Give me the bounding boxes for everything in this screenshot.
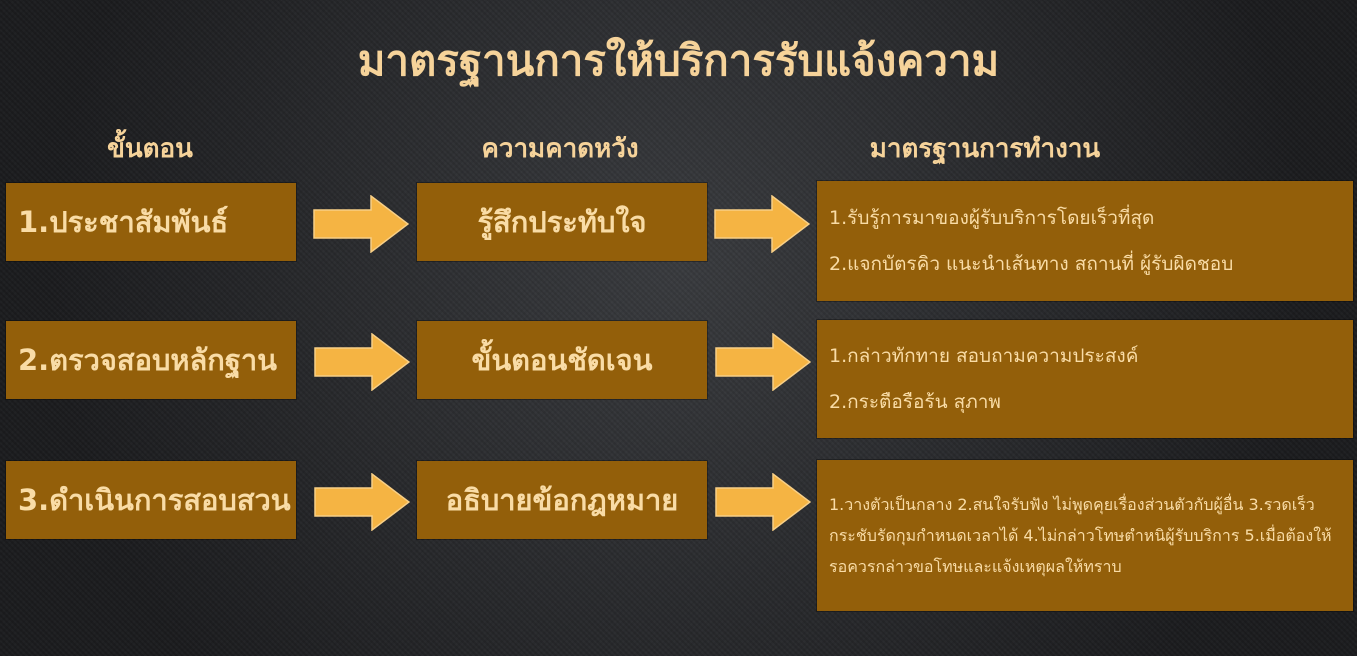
expectation-box-2: ขั้นตอนชัดเจน (417, 321, 707, 399)
standard-paragraph: 1.วางตัวเป็นกลาง 2.สนใจรับฟัง ไม่พูดคุยเ… (829, 495, 1332, 576)
arrow-right-icon (715, 473, 811, 531)
step-box-2: 2.ตรวจสอบหลักฐาน (6, 321, 296, 399)
expectation-box-3: อธิบายข้อกฎหมาย (417, 461, 707, 539)
arrow-right-icon (314, 333, 410, 391)
header-expectation: ความคาดหวัง (481, 134, 639, 164)
standard-item: 1.กล่าวทักทาย สอบถามความประสงค์ (829, 345, 1139, 367)
expectation-label: รู้สึกประทับใจ (477, 205, 647, 239)
standard-item: 2.แจกบัตรคิว แนะนำเส้นทาง สถานที่ ผู้รับ… (829, 253, 1234, 275)
expectation-label: ขั้นตอนชัดเจน (471, 343, 653, 377)
step-label: 1.ประชาสัมพันธ์ (18, 205, 229, 239)
header-step: ขั้นตอน (107, 134, 193, 164)
header-standard: มาตรฐานการทำงาน (869, 134, 1101, 164)
standard-box-3: 1.วางตัวเป็นกลาง 2.สนใจรับฟัง ไม่พูดคุยเ… (817, 460, 1353, 611)
step-label: 3.ดำเนินการสอบสวน (18, 483, 291, 517)
step-box-1: 1.ประชาสัมพันธ์ (6, 183, 296, 261)
expectation-box-1: รู้สึกประทับใจ (417, 183, 707, 261)
arrow-right-icon (314, 473, 410, 531)
arrow-right-icon (714, 195, 810, 253)
standard-item: 1.รับรู้การมาของผู้รับบริการโดยเร็วที่สุ… (829, 207, 1155, 229)
step-box-3: 3.ดำเนินการสอบสวน (6, 461, 296, 539)
standard-box-1: 1.รับรู้การมาของผู้รับบริการโดยเร็วที่สุ… (817, 181, 1353, 301)
standard-box-2: 1.กล่าวทักทาย สอบถามความประสงค์ 2.กระตือ… (817, 320, 1353, 438)
step-label: 2.ตรวจสอบหลักฐาน (18, 343, 277, 377)
arrow-right-icon (715, 333, 811, 391)
slide-title: มาตรฐานการให้บริการรับแจ้งความ (357, 36, 1000, 85)
standard-item: 2.กระตือรือร้น สุภาพ (829, 391, 1001, 413)
expectation-label: อธิบายข้อกฎหมาย (445, 483, 679, 517)
arrow-right-icon (313, 195, 409, 253)
